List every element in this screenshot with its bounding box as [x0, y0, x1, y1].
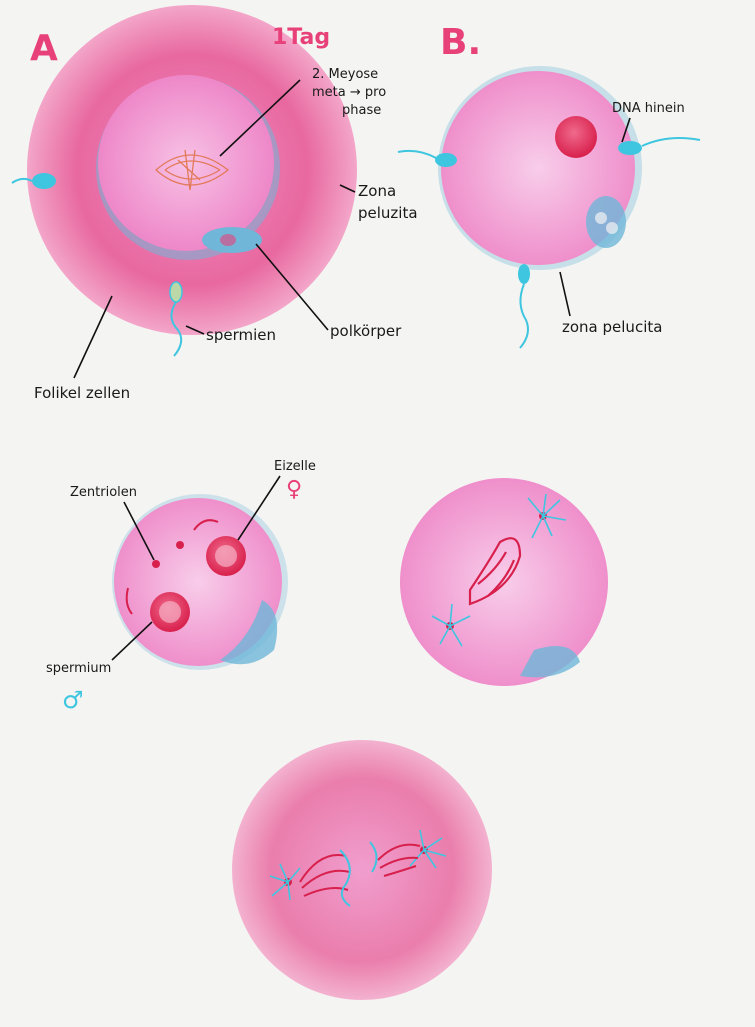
leader-follicle	[74, 296, 112, 378]
polar-body-b	[586, 196, 626, 248]
label-sperm-c: spermium	[46, 661, 111, 676]
label-sperm-a: spermien	[206, 326, 276, 344]
day-label: 1Tag	[272, 25, 330, 50]
label-centrioles: Zentriolen	[70, 485, 137, 500]
label-meiosis-3: phase	[342, 103, 381, 118]
label-follicle-cells: Folikel zellen	[34, 384, 130, 402]
male-symbol: ♂	[62, 686, 84, 714]
label-zona-a-1: Zona	[358, 182, 396, 200]
polar-body-nucleus-a	[220, 234, 236, 246]
centriole-1	[152, 560, 160, 568]
label-zona-b: zona pelucita	[562, 318, 662, 336]
sperm-left-b	[398, 151, 457, 167]
sperm-bottom-b	[518, 264, 530, 348]
nucleus-b	[555, 116, 597, 158]
label-meiosis-2: meta → pro	[312, 85, 386, 100]
label-polar-body: polkörper	[330, 322, 402, 340]
label-egg-cell: Eizelle	[274, 459, 316, 474]
centriole-2	[176, 541, 184, 549]
anaphase-cell	[232, 740, 492, 1000]
label-meiosis-1: 2. Meyose	[312, 67, 378, 82]
panel-a-letter: A	[30, 28, 58, 69]
pronuclei-cell	[112, 494, 288, 670]
zygote-anaphase	[232, 740, 492, 1000]
leader-zona-b	[560, 272, 570, 316]
female-symbol: ♀	[286, 477, 302, 502]
panel-b-letter: B.	[440, 22, 481, 63]
metaphase-cell	[400, 478, 608, 686]
label-zona-a-2: peluzita	[358, 204, 418, 222]
label-dna: DNA hinein	[612, 101, 685, 116]
